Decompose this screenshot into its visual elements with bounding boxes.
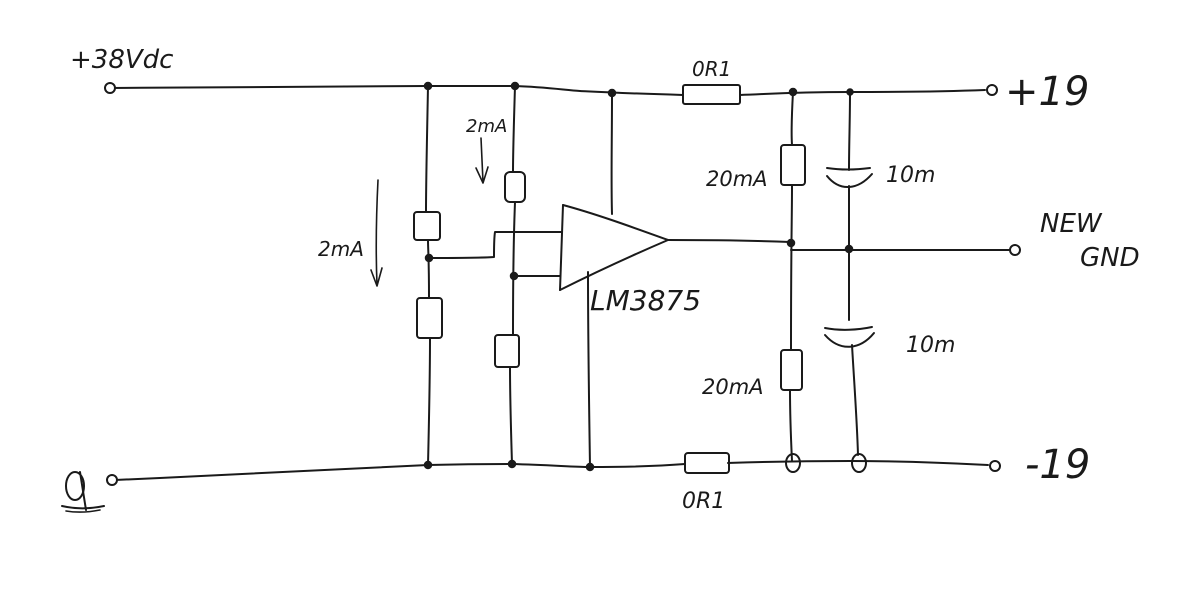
- opamp-symbol: [559, 92, 791, 468]
- input-terminal-ground: [106, 474, 118, 486]
- label-i-out-bottom: 20mA: [702, 375, 764, 399]
- capacitor-bottom-plate2: [824, 332, 875, 348]
- label-i-left: 2mA: [318, 237, 364, 261]
- label-out-pos: +19: [1005, 69, 1089, 115]
- label-i-out-top: 20mA: [706, 167, 768, 191]
- resistor-left-bottom: [416, 297, 443, 339]
- label-cap-bottom: 10m: [906, 333, 955, 358]
- resistor-out-top: [780, 144, 806, 186]
- middle-divider: [475, 85, 561, 465]
- resistor-left-top: [413, 211, 441, 241]
- resistor-top-0r1: [682, 84, 741, 105]
- label-supply-in: +38Vdc: [70, 45, 173, 75]
- output-terminal-minus19: [989, 460, 1001, 472]
- resistor-mid-bottom: [494, 334, 520, 368]
- label-cap-top: 10m: [886, 163, 935, 188]
- capacitor-divider: [790, 91, 1011, 456]
- output-terminal-plus19: [986, 84, 998, 96]
- resistor-bottom-0r1: [684, 452, 730, 474]
- label-res-bottom: 0R1: [682, 489, 725, 514]
- input-terminal-plus38: [104, 82, 116, 94]
- ground-icon: [61, 471, 105, 513]
- output-terminal-new-gnd: [1009, 244, 1021, 256]
- left-divider: [370, 85, 563, 466]
- label-new-gnd-1: NEW: [1040, 209, 1103, 239]
- label-res-top: 0R1: [692, 57, 731, 81]
- resistor-mid-top: [504, 171, 526, 203]
- label-out-neg: -19: [1025, 442, 1090, 488]
- capacitor-top-plate2: [826, 173, 873, 188]
- resistor-out-bottom: [780, 349, 803, 391]
- capacitor-top-plate1: [826, 167, 871, 171]
- top-rail: [109, 84, 986, 96]
- label-opamp: LM3875: [590, 284, 701, 317]
- label-new-gnd-2: GND: [1080, 243, 1140, 273]
- label-i-mid: 2mA: [466, 116, 507, 137]
- capacitor-bottom-plate1: [824, 326, 873, 331]
- output-divider: [780, 91, 806, 462]
- bottom-rail: [114, 460, 989, 481]
